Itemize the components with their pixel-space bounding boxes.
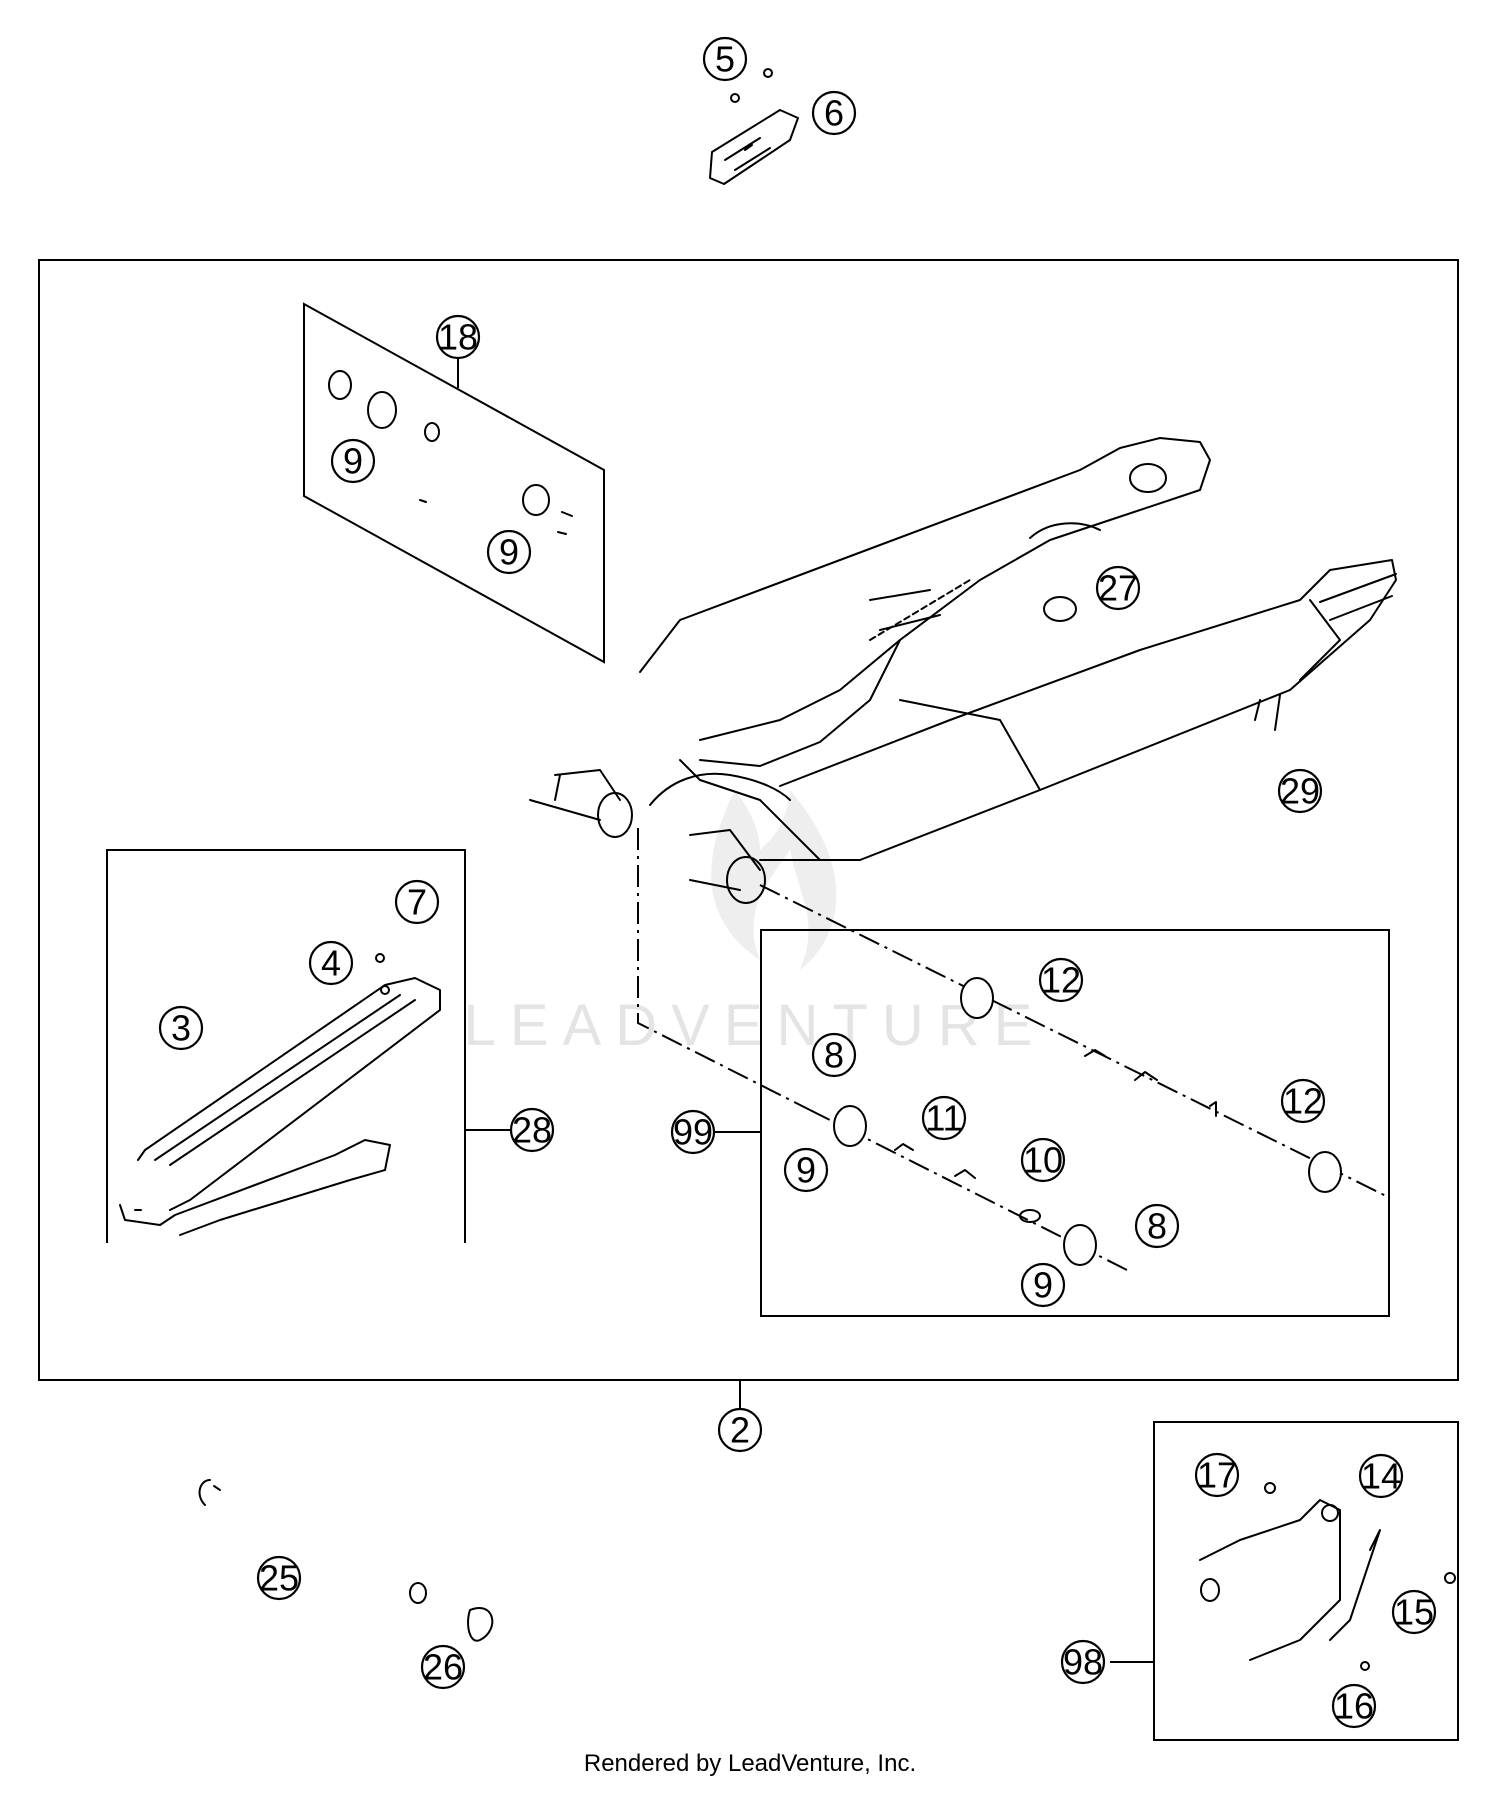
callout-29[interactable]: 29 — [1277, 768, 1323, 814]
chain-slider-parts — [1199, 1482, 1456, 1671]
callout-label: 5 — [715, 39, 735, 80]
callout-label: 27 — [1098, 568, 1138, 609]
chain-slider-kit-frame — [1153, 1421, 1459, 1741]
part-6-bracket — [709, 68, 799, 185]
callout-18[interactable]: 18 — [435, 314, 481, 360]
callout-label: 3 — [171, 1008, 191, 1049]
callout-27[interactable]: 27 — [1095, 565, 1141, 611]
callout-9[interactable]: 9 — [330, 438, 376, 484]
callout-label: 9 — [1033, 1265, 1053, 1306]
pivot-axis-line-3 — [809, 1109, 1128, 1271]
callout-25[interactable]: 25 — [256, 1555, 302, 1601]
callout-label: 11 — [925, 1098, 962, 1139]
callout-5[interactable]: 5 — [702, 36, 748, 82]
callout-8[interactable]: 8 — [811, 1032, 857, 1078]
callout-label: 25 — [259, 1558, 299, 1599]
callout-9[interactable]: 9 — [1020, 1262, 1066, 1308]
callout-98[interactable]: 98 — [1060, 1639, 1106, 1685]
callout-28[interactable]: 28 — [509, 1107, 555, 1153]
callout-2[interactable]: 2 — [717, 1407, 763, 1453]
callout-10[interactable]: 10 — [1020, 1137, 1066, 1183]
watermark-text: LEADVENTURE — [464, 993, 1047, 1058]
callout-label: 15 — [1394, 1592, 1434, 1633]
callout-12[interactable]: 12 — [1038, 957, 1084, 1003]
callout-label: 26 — [423, 1647, 463, 1688]
callout-label: 8 — [824, 1035, 844, 1076]
callout-label: 29 — [1280, 771, 1320, 812]
bearing-kit-parts — [328, 370, 573, 535]
pivot-kit-frame — [760, 929, 1390, 1317]
watermark: LEADVENTURE — [464, 790, 1047, 1058]
bearing-kit-frame — [303, 302, 605, 664]
callout-label: 10 — [1023, 1140, 1063, 1181]
callout-6[interactable]: 6 — [811, 90, 857, 136]
chain-roller-parts — [198, 1479, 494, 1642]
callout-14[interactable]: 14 — [1358, 1453, 1404, 1499]
callout-label: 14 — [1361, 1456, 1401, 1497]
callout-label: 4 — [321, 943, 341, 984]
callout-16[interactable]: 16 — [1331, 1683, 1377, 1729]
callout-15[interactable]: 15 — [1391, 1589, 1437, 1635]
chain-guide-parts — [119, 953, 441, 1236]
watermark-flame-icon — [711, 790, 837, 970]
callout-label: 9 — [796, 1150, 816, 1191]
callout-label: 6 — [824, 93, 844, 134]
callout-label: 98 — [1063, 1642, 1103, 1683]
swingarm-assembly-frame — [38, 259, 1459, 1381]
callout-8[interactable]: 8 — [1134, 1203, 1180, 1249]
callout-label: 8 — [1147, 1206, 1167, 1247]
callout-17[interactable]: 17 — [1194, 1452, 1240, 1498]
callout-label: 16 — [1334, 1686, 1374, 1727]
callout-12[interactable]: 12 — [1280, 1078, 1326, 1124]
callout-26[interactable]: 26 — [420, 1644, 466, 1690]
callout-label: 2 — [730, 1410, 750, 1451]
callout-label: 12 — [1041, 960, 1081, 1001]
callout-9[interactable]: 9 — [783, 1147, 829, 1193]
swingarm-body — [529, 437, 1397, 904]
pivot-axis-line-2 — [759, 884, 1387, 1197]
pivot-axis-line-1 — [637, 828, 811, 1111]
callout-label: 7 — [407, 882, 427, 923]
callout-label: 9 — [343, 441, 363, 482]
callout-9[interactable]: 9 — [486, 529, 532, 575]
callout-label: 9 — [499, 532, 519, 573]
callout-label: 18 — [438, 317, 478, 358]
callout-label: 28 — [512, 1110, 552, 1151]
callout-11[interactable]: 11 — [921, 1095, 967, 1141]
callout-label: 12 — [1283, 1081, 1323, 1122]
callout-label: 99 — [673, 1112, 713, 1153]
callout-4[interactable]: 4 — [308, 940, 354, 986]
chain-guide-frame — [106, 849, 466, 1243]
callout-label: 17 — [1197, 1455, 1237, 1496]
pivot-kit-parts — [833, 977, 1342, 1266]
callout-3[interactable]: 3 — [158, 1005, 204, 1051]
callout-99[interactable]: 99 — [670, 1109, 716, 1155]
footer-credit: Rendered by LeadVenture, Inc. — [583, 1750, 917, 1777]
callout-7[interactable]: 7 — [394, 879, 440, 925]
